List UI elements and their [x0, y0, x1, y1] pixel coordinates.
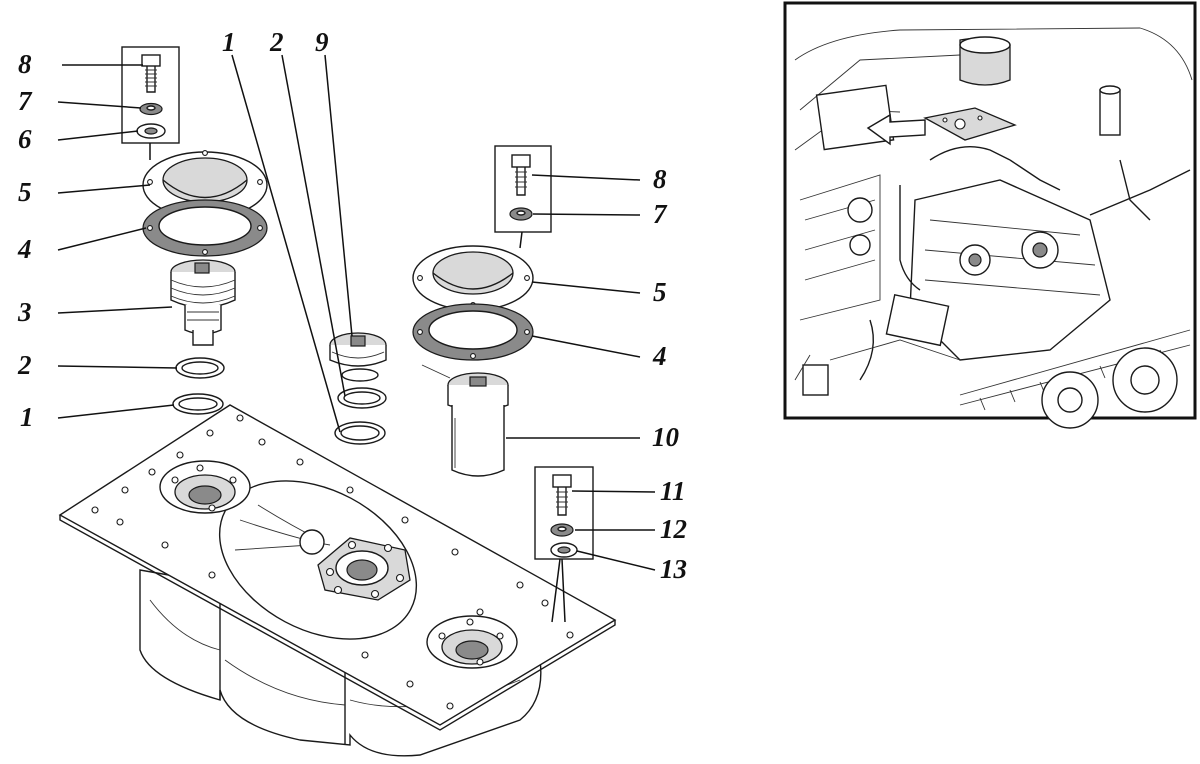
- left-fastener-box: [121, 46, 180, 160]
- callout-top-9: 9: [315, 27, 329, 57]
- callout-right-10: 10: [652, 422, 680, 452]
- leader-lines: [57, 54, 656, 571]
- callout-left-8: 8: [18, 49, 32, 79]
- callout-left-2: 2: [17, 350, 32, 380]
- callout-top-1: 1: [222, 27, 236, 57]
- callout-right-8: 8: [653, 164, 667, 194]
- callout-right-12: 12: [660, 514, 687, 544]
- middle-seal-rings: [334, 387, 387, 445]
- callout-labels: 8 7 6 5 4 3 2 1 1 2 9 8 7 5 4 10 11 12 1…: [17, 27, 687, 584]
- callout-left-6: 6: [18, 124, 32, 154]
- callout-right-5: 5: [653, 277, 667, 307]
- callout-left-4: 4: [17, 234, 32, 264]
- callout-right-4: 4: [652, 341, 667, 371]
- callout-left-5: 5: [18, 177, 32, 207]
- left-gasket-4: [142, 199, 268, 257]
- callout-left-1: 1: [20, 402, 34, 432]
- callout-top-2: 2: [269, 27, 284, 57]
- callout-right-13: 13: [660, 554, 687, 584]
- callout-right-7: 7: [653, 199, 668, 229]
- callout-left-3: 3: [17, 297, 32, 327]
- mounting-plate-assembly: [58, 404, 617, 757]
- right-cylinder-10: [421, 364, 509, 477]
- right-gasket-4: [412, 303, 534, 361]
- right-fastener-box-top: [494, 145, 552, 249]
- callout-right-11: 11: [660, 476, 686, 506]
- vehicle-engine-sketch: [794, 27, 1193, 429]
- left-seal-rings: [172, 357, 225, 415]
- right-cover-5: [412, 245, 534, 311]
- left-valve-3: [170, 259, 236, 346]
- left-cover-5: [142, 150, 268, 219]
- location-arrow-icon: [866, 113, 926, 146]
- right-fastener-box-bottom: [534, 466, 594, 623]
- location-inset: [783, 1, 1197, 429]
- callout-left-7: 7: [18, 86, 33, 116]
- middle-plug-9: [329, 332, 387, 382]
- plate-bolt-holes: [91, 414, 574, 710]
